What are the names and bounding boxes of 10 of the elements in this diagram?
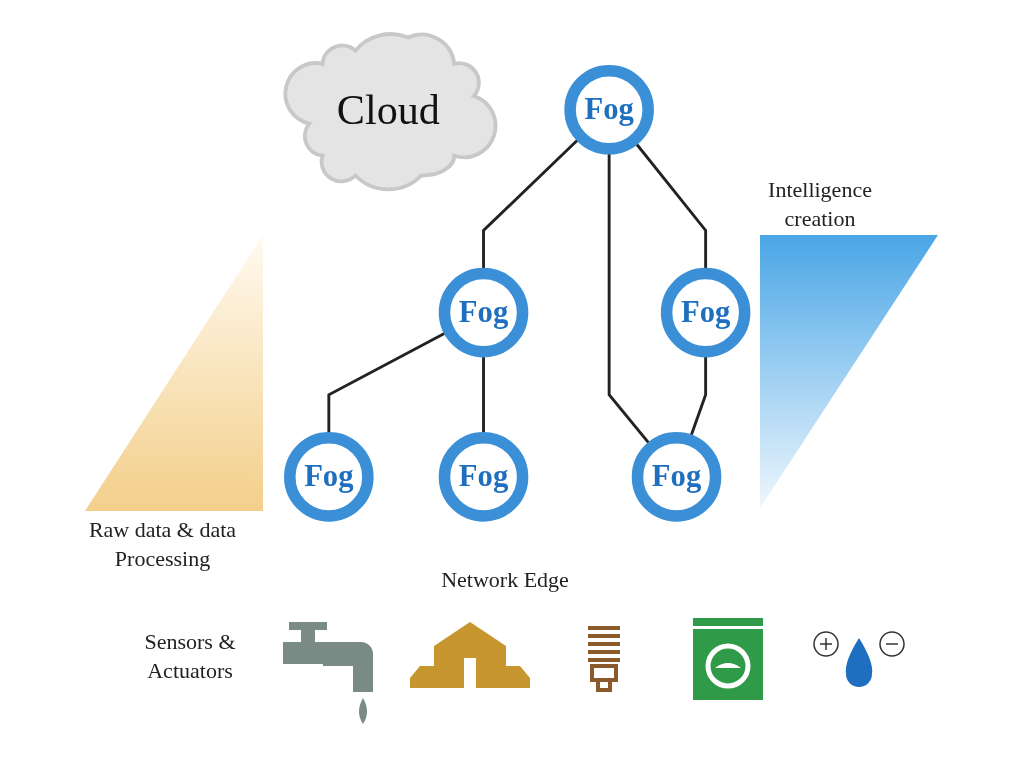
node-circle: Fog [284, 432, 374, 522]
node-circle: Fog [438, 432, 529, 522]
row-label: Sensors & Actuators [143, 628, 237, 685]
side-label: Intelligence creation [767, 176, 873, 233]
side-label: Raw data & data Processing [87, 516, 238, 573]
node-circle: Fog [631, 432, 722, 522]
layer-label: Network Edge [440, 566, 570, 594]
node-circle: Fog [564, 64, 654, 155]
node-circle: Fog [660, 267, 751, 358]
node-circle: Fog [438, 267, 529, 358]
